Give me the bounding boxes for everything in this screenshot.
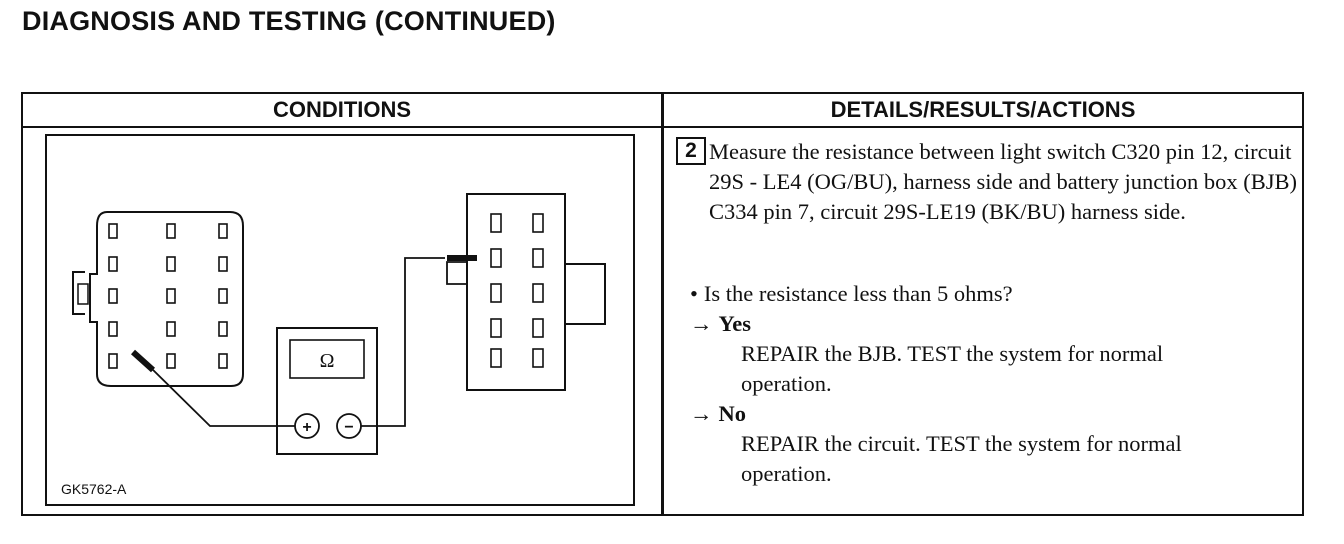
no-action-line1: REPAIR the circuit. TEST the system for … <box>741 431 1182 456</box>
ohmmeter: Ω + − <box>276 327 378 455</box>
question: •Is the resistance less than 5 ohms? <box>690 279 1013 309</box>
no-action-line2: operation. <box>741 461 832 486</box>
negative-terminal-label: − <box>344 419 353 436</box>
light-switch-connector <box>72 211 244 387</box>
positive-terminal-label: + <box>302 419 311 436</box>
question-bullet: • <box>690 281 698 306</box>
no-label: No <box>718 401 747 426</box>
page-title: DIAGNOSIS AND TESTING (CONTINUED) <box>22 6 556 36</box>
answer-yes: →Yes <box>690 309 751 339</box>
step-number: 2 <box>676 137 706 165</box>
probe-tip-left <box>130 349 156 373</box>
details-header: DETAILS/RESULTS/ACTIONS <box>830 97 1136 122</box>
yes-action-line2: operation. <box>741 371 832 396</box>
header-rule <box>21 126 1304 128</box>
conditions-header: CONDITIONS <box>272 97 412 122</box>
column-divider <box>661 92 664 516</box>
ohm-symbol: Ω <box>320 350 335 372</box>
answer-no: →No <box>690 399 746 429</box>
arrow-icon: → <box>690 401 713 426</box>
test-leads <box>146 257 445 427</box>
figure-border <box>45 134 635 506</box>
test-diagram: Ω + − GK5762-A <box>45 134 635 506</box>
bjb-connector <box>446 193 606 391</box>
step-instruction: Measure the resistance between light swi… <box>709 139 1298 224</box>
arrow-icon: → <box>690 311 713 336</box>
question-text: Is the resistance less than 5 ohms? <box>703 281 1013 306</box>
figure-code: GK5762-A <box>61 481 127 497</box>
yes-label: Yes <box>718 311 752 336</box>
yes-action-line1: REPAIR the BJB. TEST the system for norm… <box>741 341 1164 366</box>
